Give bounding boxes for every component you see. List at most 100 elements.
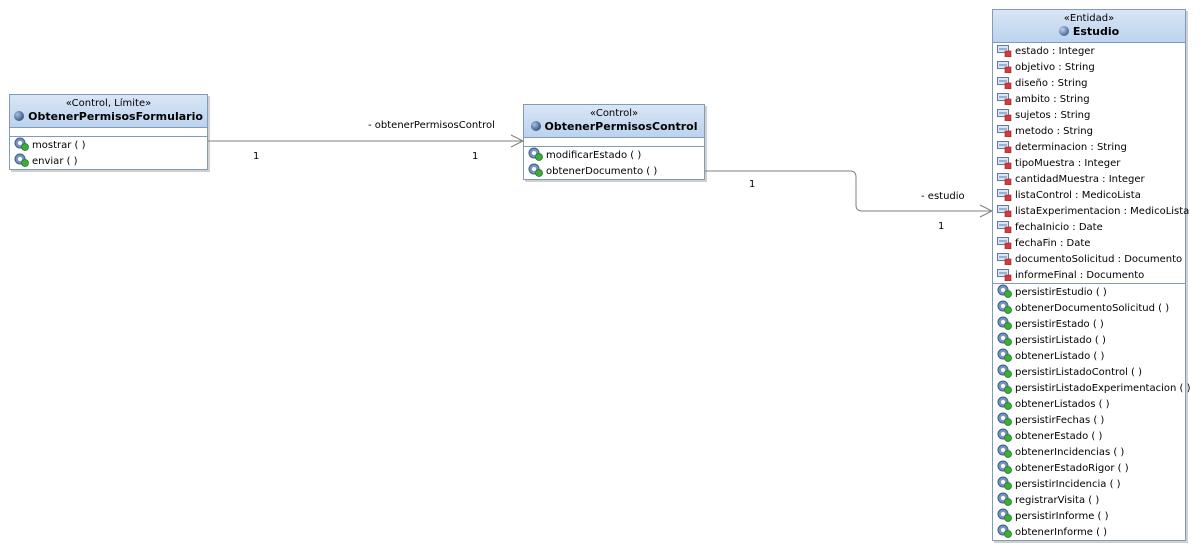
- association-control-estudio-line: [705, 170, 992, 212]
- operation-icon: [997, 460, 1012, 474]
- operation-label: obtenerListados ( ): [1015, 399, 1110, 410]
- operation-icon: [528, 147, 543, 161]
- operation-label: obtenerEstadoRigor ( ): [1015, 463, 1129, 474]
- operation-label: persistirEstado ( ): [1015, 319, 1104, 330]
- operation-item[interactable]: persistirEstudio ( ): [993, 284, 1185, 300]
- operation-item[interactable]: registrarVisita ( ): [993, 492, 1185, 508]
- operation-label: persistirListado ( ): [1015, 335, 1106, 346]
- attribute-item[interactable]: listaExperimentacion : MedicoLista: [993, 203, 1189, 219]
- attribute-item[interactable]: tipoMuestra : Integer: [993, 155, 1185, 171]
- operation-icon: [997, 380, 1012, 394]
- operation-icon: [997, 508, 1012, 522]
- operation-item[interactable]: persistirIncidencia ( ): [993, 476, 1185, 492]
- attribute-icon: [997, 171, 1012, 185]
- attribute-icon: [997, 187, 1012, 201]
- operation-item[interactable]: obtenerListados ( ): [993, 396, 1185, 412]
- operation-item[interactable]: enviar ( ): [10, 153, 207, 169]
- operation-item[interactable]: persistirListadoExperimentacion ( ): [993, 380, 1191, 396]
- operation-item[interactable]: persistirEstado ( ): [993, 316, 1185, 332]
- operation-icon: [997, 476, 1012, 490]
- attribute-item[interactable]: diseño : String: [993, 75, 1185, 91]
- operation-icon: [997, 364, 1012, 378]
- operations-compartment: mostrar ( ) enviar ( ): [10, 137, 207, 169]
- operation-item[interactable]: obtenerEstadoRigor ( ): [993, 460, 1185, 476]
- operation-label: persistirInforme ( ): [1015, 511, 1109, 522]
- operation-label: persistirListadoExperimentacion ( ): [1015, 383, 1191, 394]
- attribute-label: fechaFin : Date: [1015, 238, 1091, 249]
- attribute-item[interactable]: listaControl : MedicoLista: [993, 187, 1185, 203]
- attribute-label: listaExperimentacion : MedicoLista: [1015, 206, 1190, 217]
- attribute-item[interactable]: cantidadMuestra : Integer: [993, 171, 1185, 187]
- operation-item[interactable]: persistirListado ( ): [993, 332, 1185, 348]
- operation-icon: [997, 316, 1012, 330]
- attribute-item[interactable]: sujetos : String: [993, 107, 1185, 123]
- attribute-label: estado : Integer: [1015, 46, 1095, 57]
- class-name: Estudio: [1072, 25, 1120, 38]
- attributes-compartment: estado : Integer objetivo : String diseño …: [993, 43, 1189, 284]
- attribute-item[interactable]: determinacion : String: [993, 139, 1185, 155]
- attribute-label: cantidadMuestra : Integer: [1015, 174, 1145, 185]
- operation-item[interactable]: obtenerDocumentoSolicitud ( ): [993, 300, 1185, 316]
- attributes-compartment: [524, 138, 704, 147]
- operation-item[interactable]: modificarEstado ( ): [524, 147, 704, 163]
- attribute-item[interactable]: documentoSolicitud : Documento: [993, 251, 1185, 267]
- stereotype-label: «Entidad»: [1063, 13, 1115, 24]
- class-header: «Control» ObtenerPermisosControl: [524, 105, 704, 138]
- operation-icon: [14, 153, 29, 167]
- attribute-icon: [997, 139, 1012, 153]
- attribute-item[interactable]: objetivo : String: [993, 59, 1185, 75]
- operation-item[interactable]: obtenerInforme ( ): [993, 524, 1185, 540]
- operation-item[interactable]: obtenerDocumento ( ): [524, 163, 704, 179]
- role-label-obtenerpermisoscontrol: - obtenerPermisosControl: [368, 120, 495, 131]
- stereotype-label: «Control»: [589, 108, 639, 119]
- operation-label: persistirIncidencia ( ): [1015, 479, 1121, 490]
- attribute-item[interactable]: fechaInicio : Date: [993, 219, 1185, 235]
- class-header: «Control, Límite» ObtenerPermisosFormula…: [10, 95, 207, 128]
- attribute-label: ambito : String: [1015, 94, 1090, 105]
- attribute-item[interactable]: estado : Integer: [993, 43, 1185, 59]
- attribute-label: objetivo : String: [1015, 62, 1095, 73]
- operation-icon: [997, 428, 1012, 442]
- attribute-icon: [997, 203, 1012, 217]
- operations-compartment: modificarEstado ( ) obtenerDocumento ( ): [524, 147, 704, 179]
- operation-item[interactable]: persistirListadoControl ( ): [993, 364, 1185, 380]
- operation-item[interactable]: obtenerEstado ( ): [993, 428, 1185, 444]
- operation-item[interactable]: mostrar ( ): [10, 137, 207, 153]
- operation-icon: [997, 412, 1012, 426]
- attribute-label: diseño : String: [1015, 78, 1088, 89]
- operation-label: mostrar ( ): [32, 140, 86, 151]
- operation-label: obtenerInforme ( ): [1015, 527, 1108, 538]
- class-estudio[interactable]: «Entidad» Estudio estado : Integer objeti…: [992, 9, 1191, 541]
- control-class-icon: [530, 121, 541, 131]
- operation-label: persistirFechas ( ): [1015, 415, 1105, 426]
- attribute-label: metodo : String: [1015, 126, 1093, 137]
- operation-label: persistirListadoControl ( ): [1015, 367, 1143, 378]
- multiplicity-source-1: 1: [253, 151, 260, 162]
- operation-item[interactable]: persistirFechas ( ): [993, 412, 1185, 428]
- attribute-icon: [997, 107, 1012, 121]
- multiplicity-target-2: 1: [938, 221, 945, 232]
- attribute-icon: [997, 155, 1012, 169]
- attribute-icon: [997, 59, 1012, 73]
- attribute-icon: [997, 219, 1012, 233]
- entity-class-icon: [1058, 26, 1069, 36]
- attribute-item[interactable]: informeFinal : Documento: [993, 267, 1185, 283]
- attribute-icon: [997, 267, 1012, 281]
- attribute-item[interactable]: ambito : String: [993, 91, 1185, 107]
- class-obtenerpermisosformulario[interactable]: «Control, Límite» ObtenerPermisosFormula…: [9, 94, 208, 170]
- attribute-item[interactable]: fechaFin : Date: [993, 235, 1185, 251]
- operation-item[interactable]: persistirInforme ( ): [993, 508, 1185, 524]
- operation-item[interactable]: obtenerIncidencias ( ): [993, 444, 1185, 460]
- operation-icon: [997, 396, 1012, 410]
- class-obtenerpermisoscontrol[interactable]: «Control» ObtenerPermisosControl modific…: [523, 104, 705, 180]
- attribute-label: tipoMuestra : Integer: [1015, 158, 1121, 169]
- operation-icon: [997, 332, 1012, 346]
- operation-icon: [997, 300, 1012, 314]
- operation-label: obtenerDocumento ( ): [546, 166, 658, 177]
- attribute-icon: [997, 251, 1012, 265]
- attribute-label: listaControl : MedicoLista: [1015, 190, 1141, 201]
- operation-icon: [528, 163, 543, 177]
- attribute-item[interactable]: metodo : String: [993, 123, 1185, 139]
- operation-item[interactable]: obtenerListado ( ): [993, 348, 1185, 364]
- operation-label: registrarVisita ( ): [1015, 495, 1100, 506]
